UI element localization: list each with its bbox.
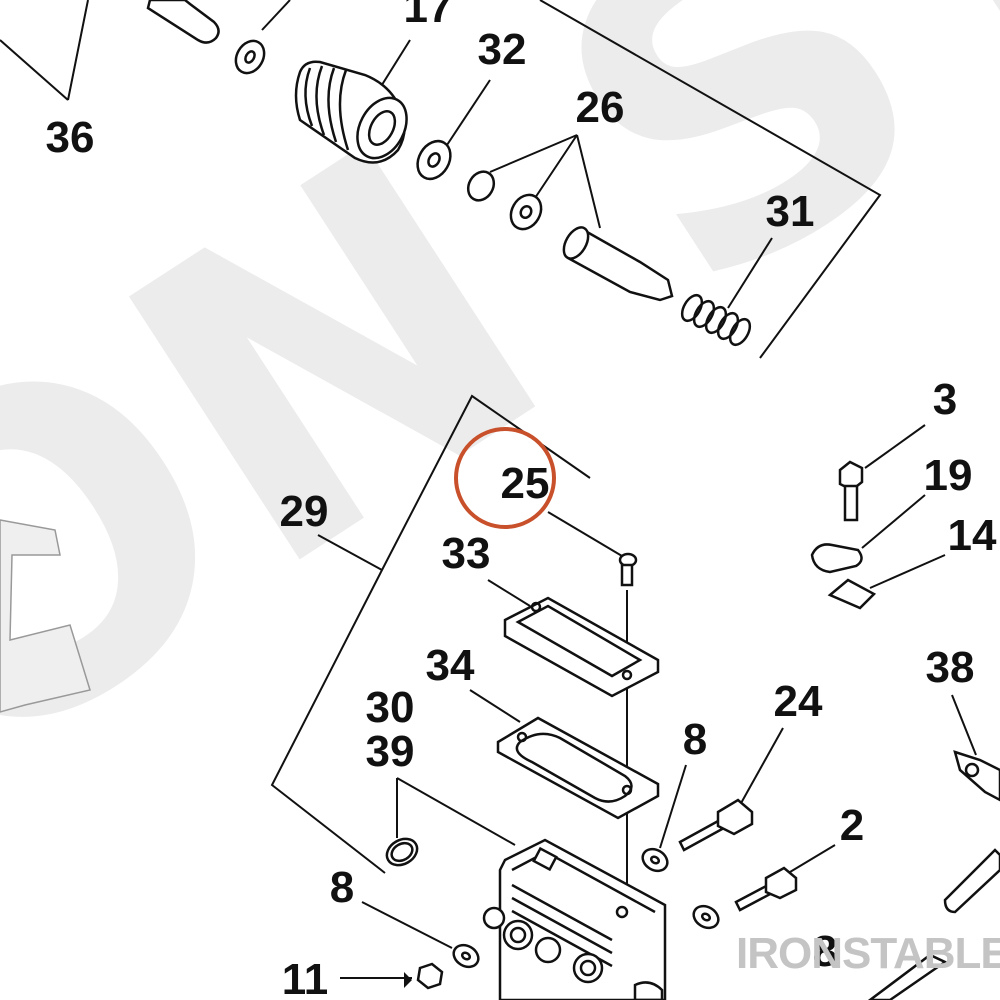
master-cylinder-body [482, 838, 667, 1000]
washer-part-8a [641, 764, 687, 873]
parts-3-19-14 [810, 424, 946, 610]
callout-32: 32 [478, 25, 527, 74]
watermark-letter-shape [0, 519, 91, 713]
callout-30: 30 [366, 683, 415, 732]
oring-part-30-39 [385, 777, 516, 867]
cover-part-33 [487, 579, 660, 698]
lower-assembly-bracket [270, 394, 591, 874]
bolt-part-24 [678, 727, 784, 852]
washer-part-26 [509, 193, 543, 231]
pin-part [146, 0, 220, 44]
callout-11: 11 [282, 955, 329, 1000]
part-26-group [466, 134, 674, 302]
bolt-part-2 [734, 844, 836, 912]
callout-14: 14 [948, 511, 997, 560]
callout-2: 2 [840, 801, 864, 850]
callout-24: 24 [774, 677, 823, 726]
nut-part-14 [827, 578, 877, 610]
callout-8b: 8 [330, 863, 354, 912]
part-36-group [0, 0, 291, 101]
callout-29: 29 [280, 487, 329, 536]
callout-39: 39 [366, 727, 415, 776]
clip-part [466, 170, 496, 202]
callout-17: 17 [404, 0, 453, 32]
watermark: ON STA [0, 0, 1000, 866]
washer-part-8b [692, 904, 720, 930]
washer-part [234, 39, 266, 75]
callout-36: 36 [46, 113, 95, 162]
watermark-text: ON STA [0, 0, 1000, 866]
gasket-part-34 [469, 689, 660, 820]
clamp-part-19 [810, 543, 863, 574]
callout-26: 26 [576, 83, 625, 132]
callout-38: 38 [926, 643, 975, 692]
brand-watermark: IRONSTABLE [736, 929, 1000, 978]
callout-3: 3 [933, 375, 957, 424]
highlight-circle [454, 427, 556, 529]
boot-part-17 [294, 39, 411, 164]
callout-33: 33 [442, 529, 491, 578]
callout-19: 19 [924, 451, 973, 500]
washer-part-8c [361, 901, 480, 969]
callout-31: 31 [766, 187, 815, 236]
bolt-part-3 [838, 460, 864, 492]
washer-part-32 [416, 79, 491, 181]
callout-25: 25 [501, 459, 550, 508]
callout-8c: 8 [813, 927, 837, 976]
callout-labels: 17 32 26 36 31 3 19 14 25 29 33 34 30 39… [46, 0, 997, 1000]
callout-34: 34 [426, 641, 475, 690]
lever-part-38 [867, 694, 1000, 1000]
callout-8a: 8 [683, 715, 707, 764]
spring-part-31 [680, 237, 773, 347]
upper-assembly-bracket [539, 0, 882, 359]
nut-part-11 [340, 962, 444, 990]
